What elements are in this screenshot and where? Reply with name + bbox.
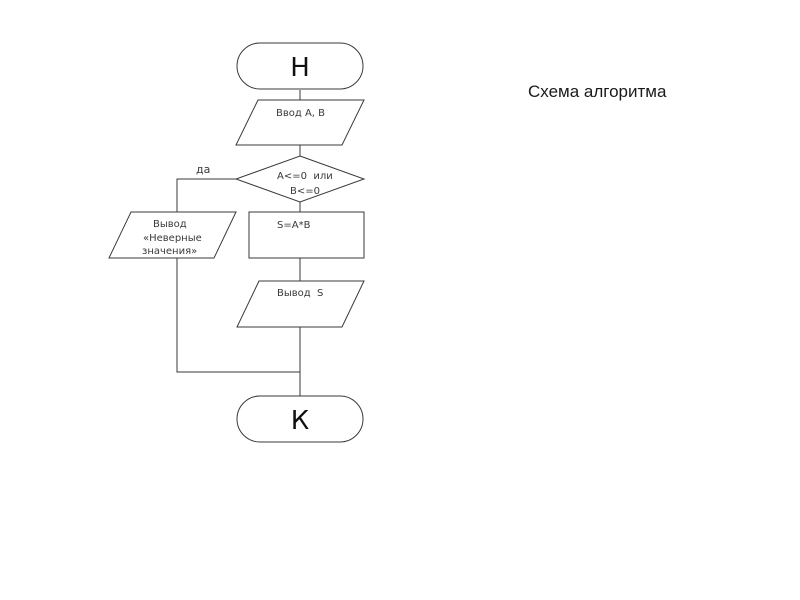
error-output-block: Вывод «Неверные значения» — [108, 211, 237, 259]
error-output-line-1: Вывод — [153, 219, 187, 230]
output-block: Вывод S — [236, 280, 365, 328]
start-terminal-label: Н — [290, 53, 310, 83]
error-output-line-2: «Неверные — [143, 233, 202, 244]
end-terminal-label: К — [291, 406, 309, 436]
output-block-label: Вывод S — [277, 288, 323, 299]
connector-condition-yes-branch — [176, 178, 300, 373]
condition-line-2: В<=0 — [290, 186, 320, 197]
start-terminal: Н — [236, 42, 364, 90]
input-block: Ввод А, В — [235, 99, 365, 146]
process-block: S=A*B — [248, 211, 365, 259]
end-terminal: К — [236, 395, 364, 443]
yes-branch-label: да — [196, 163, 210, 176]
error-output-line-3: значения» — [142, 246, 197, 257]
condition-block: А<=0 или В<=0 — [234, 155, 366, 203]
condition-line-1: А<=0 или — [277, 171, 333, 182]
input-block-label: Ввод А, В — [276, 108, 325, 119]
process-block-label: S=A*B — [277, 220, 311, 231]
page-title: Схема алгоритма — [528, 82, 667, 101]
flowchart-connectors — [176, 90, 301, 396]
